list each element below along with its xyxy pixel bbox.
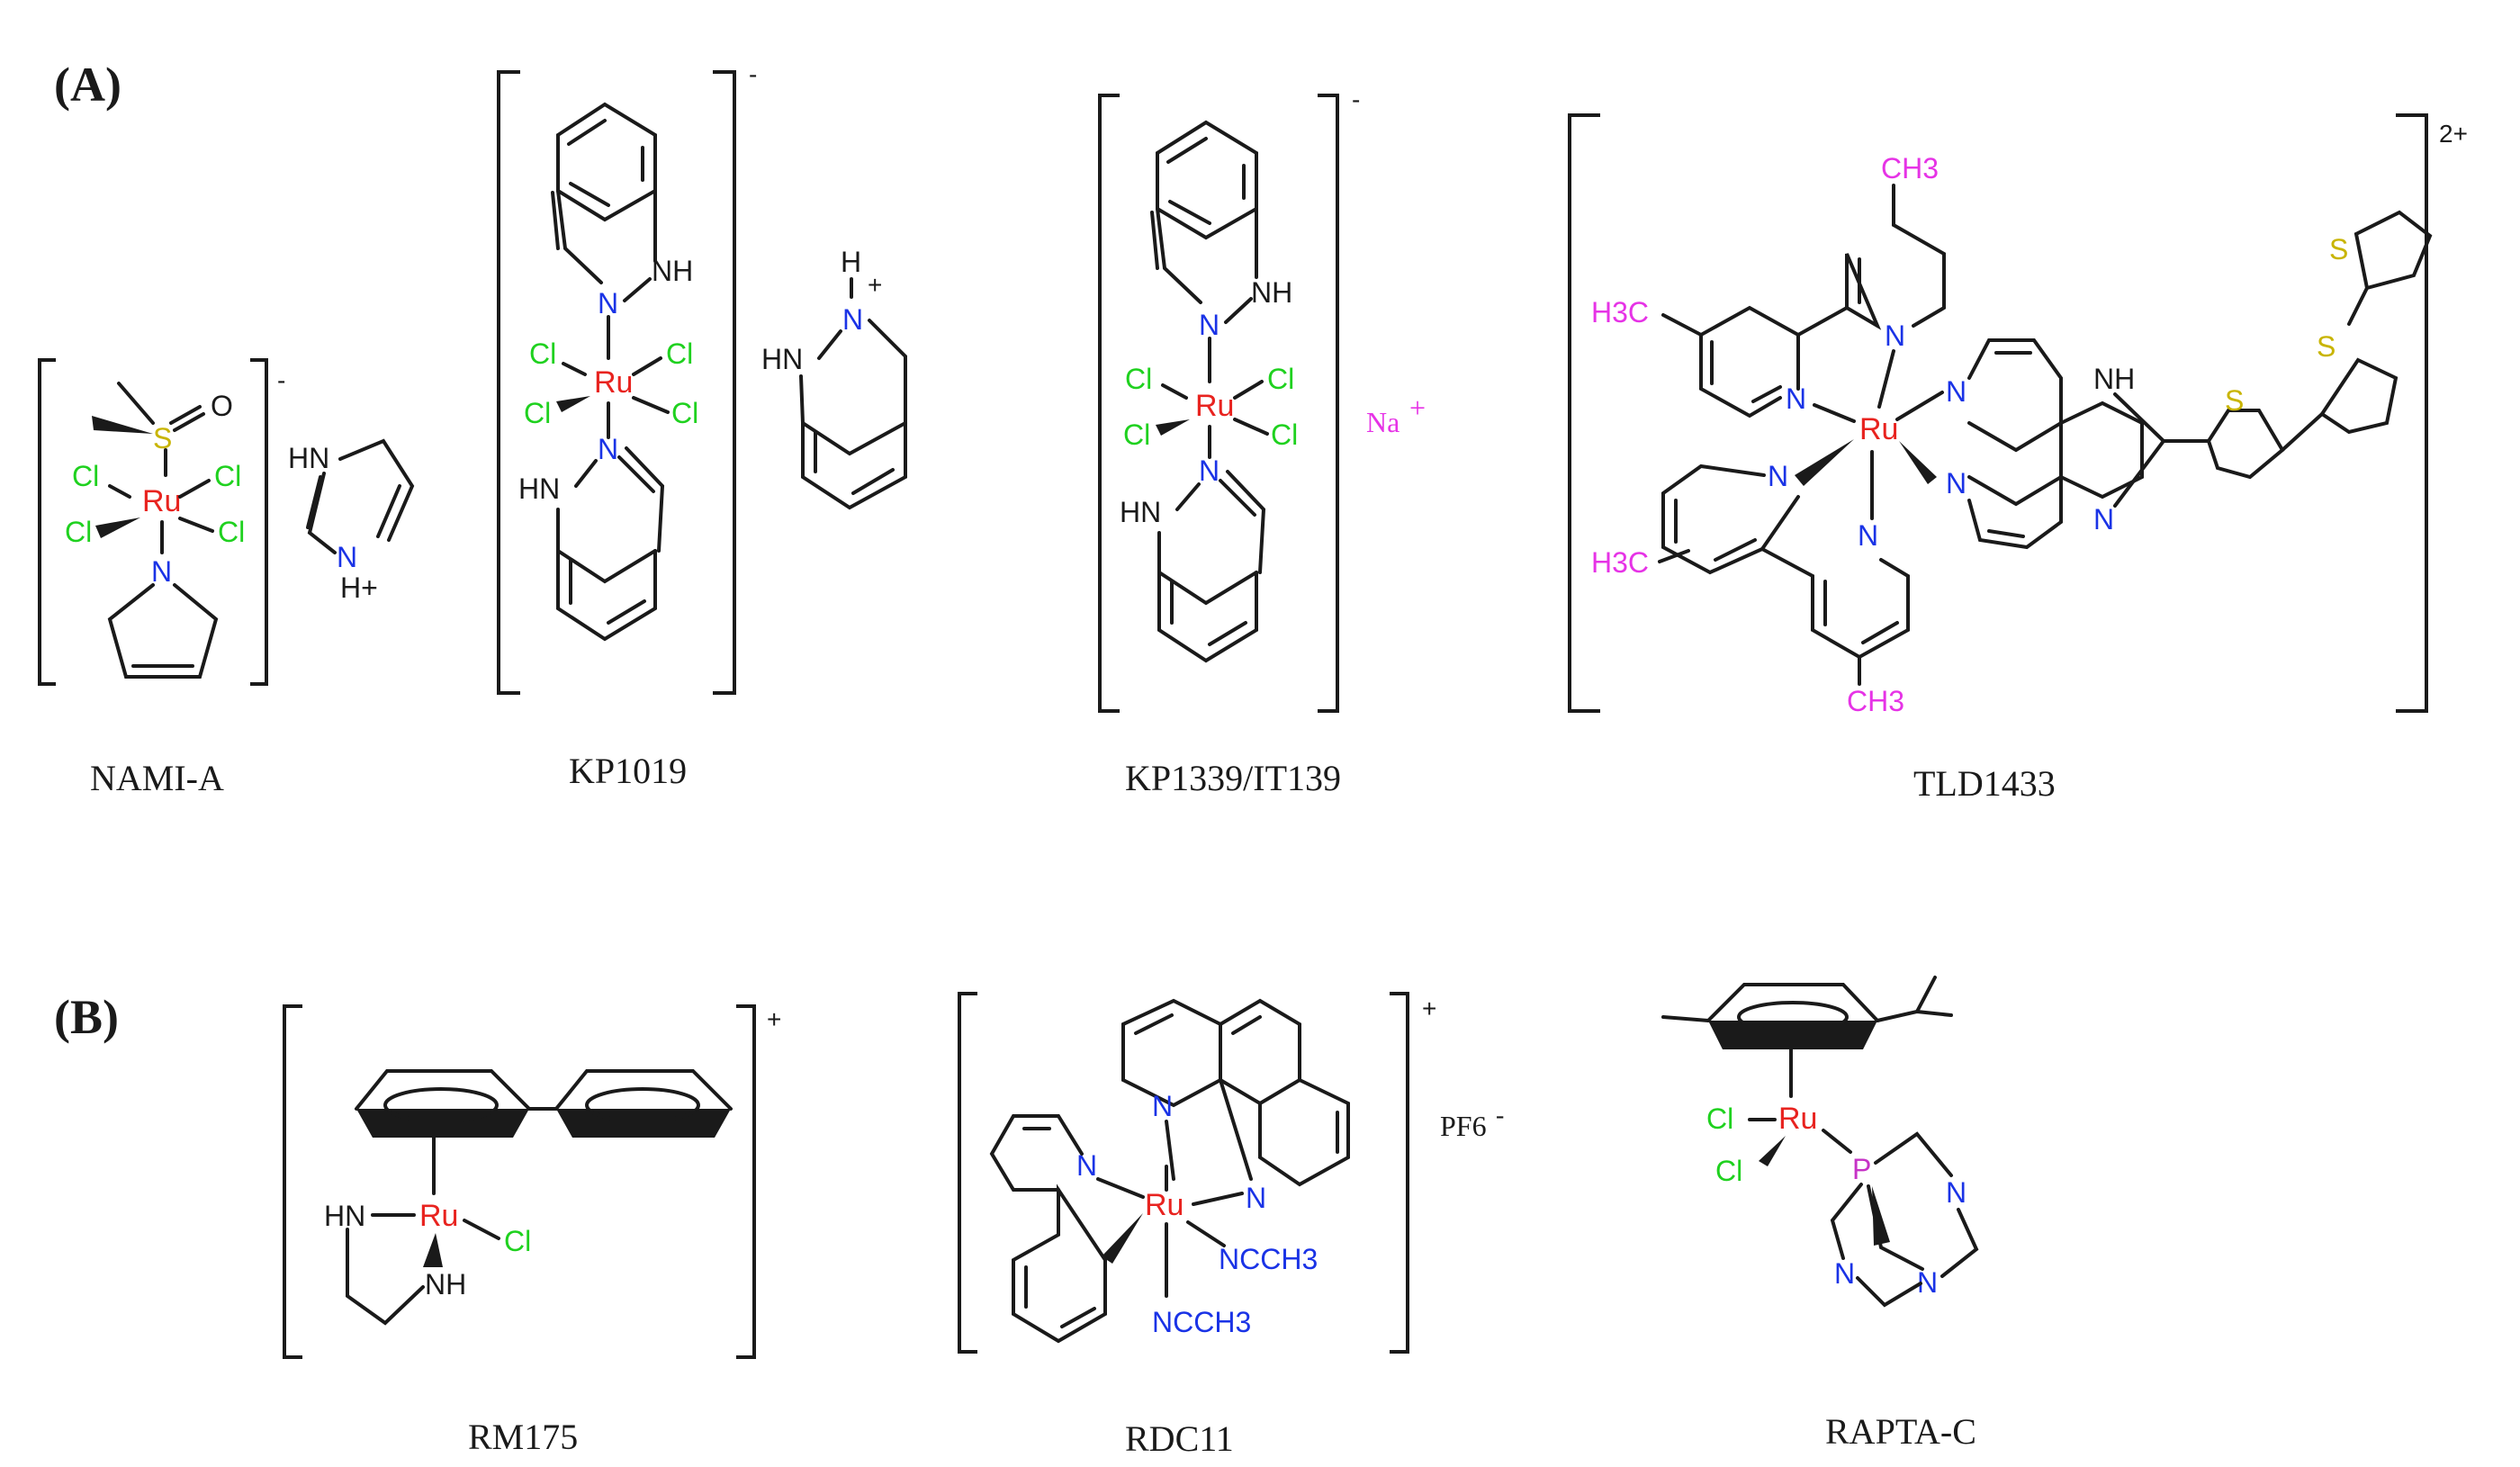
rdc11-acetonitrile: NCCH3 — [1152, 1306, 1251, 1338]
nami-a-chlorine: Cl — [65, 516, 92, 548]
tld1433-imidazole-n: N — [2093, 503, 2114, 536]
kp1339-sodium: Na — [1366, 406, 1400, 438]
tld1433-ruthenium: Ru — [1859, 412, 1898, 446]
rdc11-counterion: PF6 — [1440, 1110, 1487, 1142]
rdc11-phen-n: N — [1152, 1090, 1173, 1122]
kp1019-chlorine: Cl — [529, 338, 556, 370]
nami-a-charge: - — [277, 366, 285, 394]
tld1433-phen-n: N — [1946, 375, 1966, 408]
rdc11-charge: + — [1422, 994, 1436, 1022]
kp1339-indazole-n: N — [1199, 309, 1220, 341]
kp1339-structure: - NH N Ru Cl Cl Cl Cl N HN Na + KP1339/I… — [1098, 86, 1426, 798]
rm175-amine: HN — [324, 1200, 365, 1232]
tld1433-methyl: H3C — [1591, 296, 1649, 328]
kp1339-charge: - — [1352, 86, 1360, 113]
rapta-c-nitrogen: N — [1834, 1257, 1855, 1290]
rdc11-acetonitrile: NCCH3 — [1219, 1243, 1318, 1275]
rapta-c-chlorine: Cl — [1706, 1102, 1733, 1135]
tld1433-methyl: CH3 — [1881, 152, 1939, 184]
tld1433-bpy-n: N — [1885, 320, 1905, 352]
kp1019-indazole-hn: HN — [518, 472, 560, 505]
rdc11-structure: + N N Ru N NCCH3 NCCH3 PF6 - RDC11 — [958, 992, 1504, 1459]
tld1433-bpy-n: N — [1858, 519, 1878, 552]
nami-a-structure: - S O Ru Cl Cl Cl Cl N HN N H+ NAMI-A — [38, 358, 415, 798]
rdc11-ruthenium: Ru — [1145, 1188, 1184, 1222]
tld1433-thiophene-s: S — [2329, 233, 2348, 266]
rm175-amine: NH — [425, 1268, 466, 1300]
rm175-structure: + Ru HN Cl NH RM175 — [283, 1004, 781, 1457]
kp1339-ruthenium: Ru — [1195, 389, 1234, 423]
nami-a-ruthenium: Ru — [142, 484, 181, 518]
panel-label-a: (A) — [54, 58, 122, 112]
rapta-c-structure: Ru Cl Cl P N N N RAPTA-C — [1661, 976, 1979, 1452]
tld1433-bpy-n: N — [1768, 460, 1788, 492]
rm175-charge: + — [767, 1005, 781, 1033]
compound-name-tld1433: TLD1433 — [1913, 763, 2056, 804]
rdc11-ppy-n: N — [1076, 1149, 1097, 1182]
nami-a-chlorine: Cl — [214, 460, 241, 492]
kp1019-indazolium-charge: + — [868, 271, 882, 299]
rm175-chlorine: Cl — [504, 1225, 531, 1257]
kp1339-chlorine: Cl — [1267, 363, 1294, 395]
compound-name-rapta-c: RAPTA-C — [1825, 1411, 1976, 1452]
tld1433-structure: 2+ Ru CH3 N H3C N N H3C N CH3 N N — [1568, 113, 2468, 804]
kp1019-indazolium-n: N — [842, 303, 863, 336]
rapta-c-nitrogen: N — [1917, 1266, 1938, 1299]
kp1019-indazole-nh: NH — [652, 255, 693, 287]
tld1433-imidazole-nh: NH — [2093, 363, 2135, 395]
kp1019-chlorine: Cl — [671, 397, 698, 429]
tld1433-charge: 2+ — [2439, 120, 2468, 148]
tld1433-phen-n: N — [1946, 467, 1966, 500]
nami-a-imidazolium-nh: HN — [288, 442, 329, 474]
kp1339-indazole-nh: NH — [1251, 276, 1292, 309]
kp1019-chlorine: Cl — [524, 397, 551, 429]
tld1433-bpy-n: N — [1786, 382, 1806, 415]
nami-a-chlorine: Cl — [72, 460, 99, 492]
kp1019-ruthenium: Ru — [594, 365, 633, 400]
tld1433-thiophene-s: S — [2317, 330, 2336, 363]
nami-a-nitrogen: N — [151, 555, 172, 588]
compound-name-kp1339: KP1339/IT139 — [1125, 758, 1341, 798]
kp1339-chlorine: Cl — [1123, 418, 1150, 451]
tld1433-methyl: H3C — [1591, 546, 1649, 579]
kp1019-indazole-n: N — [598, 433, 618, 465]
nami-a-oxygen: O — [211, 390, 233, 422]
kp1339-indazole-hn: HN — [1120, 496, 1161, 528]
nami-a-sulfur: S — [153, 422, 172, 454]
rdc11-phen-n: N — [1246, 1182, 1266, 1214]
kp1339-chlorine: Cl — [1271, 418, 1298, 451]
panel-label-b: (B) — [54, 990, 119, 1044]
compound-name-rm175: RM175 — [468, 1417, 578, 1457]
rapta-c-chlorine: Cl — [1715, 1155, 1742, 1187]
kp1339-chlorine: Cl — [1125, 363, 1152, 395]
kp1339-indazole-n: N — [1199, 454, 1220, 487]
rapta-c-nitrogen: N — [1946, 1176, 1966, 1209]
kp1019-indazolium-hn: HN — [761, 343, 803, 375]
rapta-c-ruthenium: Ru — [1778, 1102, 1817, 1136]
rapta-c-phosphorus: P — [1852, 1153, 1871, 1185]
kp1019-chlorine: Cl — [666, 338, 693, 370]
rm175-ruthenium: Ru — [419, 1199, 458, 1233]
kp1019-structure: - NH N Ru Cl Cl Cl Cl N HN KP1019 — [497, 60, 907, 791]
tld1433-methyl: CH3 — [1847, 685, 1904, 717]
tld1433-thiophene-s: S — [2225, 384, 2244, 417]
kp1019-charge: - — [749, 60, 757, 88]
kp1019-indazole-n: N — [598, 287, 618, 320]
nami-a-imidazolium-n: N — [337, 541, 357, 573]
kp1339-sodium-charge: + — [1409, 392, 1426, 424]
rdc11-counterion-charge: - — [1496, 1102, 1504, 1130]
compound-name-rdc11: RDC11 — [1125, 1418, 1234, 1459]
nami-a-imidazolium-h: H+ — [340, 572, 378, 604]
compound-name-nami-a: NAMI-A — [90, 758, 224, 798]
nami-a-chlorine: Cl — [218, 516, 245, 548]
compound-name-kp1019: KP1019 — [569, 751, 687, 791]
kp1019-indazolium-h: H — [841, 246, 861, 278]
